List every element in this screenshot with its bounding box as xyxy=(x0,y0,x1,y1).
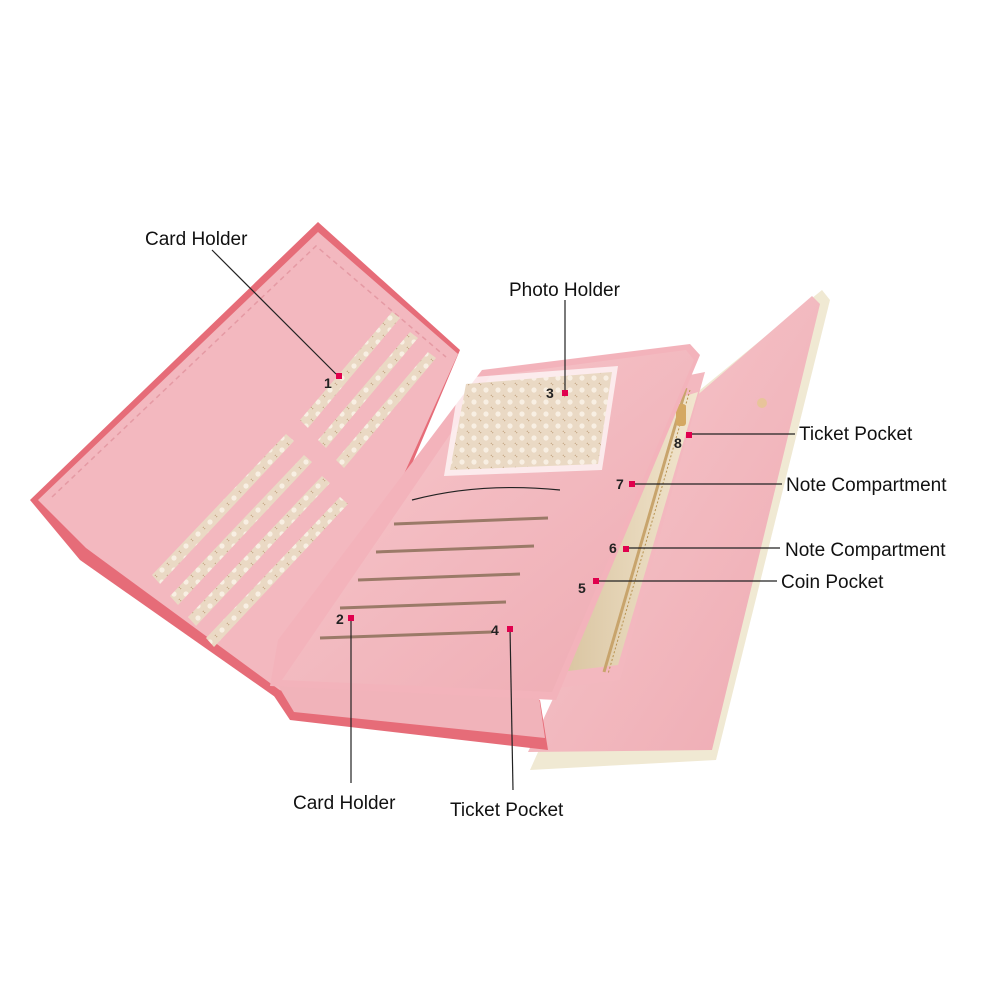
marker-card-holder-1 xyxy=(336,373,342,379)
zipper-pull-icon xyxy=(676,404,686,426)
callout-leaders: 1 2 3 4 5 6 7 8 xyxy=(211,249,795,791)
number-card-holder-1: 1 xyxy=(324,375,332,391)
number-ticket-pocket-4: 4 xyxy=(491,622,499,638)
number-note-compartment-6: 6 xyxy=(609,540,617,556)
label-card-holder-2: Card Holder xyxy=(293,793,396,814)
marker-note-compartment-7 xyxy=(629,481,635,487)
number-ticket-pocket-8: 8 xyxy=(674,435,682,451)
marker-note-compartment-6 xyxy=(623,546,629,552)
marker-coin-pocket xyxy=(593,578,599,584)
label-ticket-pocket-8: Ticket Pocket xyxy=(799,424,913,445)
leader-line-ticket-pocket-4 xyxy=(509,627,514,791)
marker-photo-holder xyxy=(562,390,568,396)
center-card-slots xyxy=(319,486,561,640)
marker-card-holder-2 xyxy=(348,615,354,621)
snap-button-icon xyxy=(757,398,767,408)
marker-ticket-pocket-8 xyxy=(686,432,692,438)
leader-line-card-holder-1 xyxy=(211,249,337,375)
label-ticket-pocket-4: Ticket Pocket xyxy=(450,800,564,821)
number-photo-holder: 3 xyxy=(546,385,554,401)
left-card-slots xyxy=(152,312,436,647)
center-card-panel xyxy=(270,344,700,700)
label-photo-holder: Photo Holder xyxy=(509,280,620,301)
marker-ticket-pocket-4 xyxy=(507,626,513,632)
label-note-compartment-7: Note Compartment xyxy=(786,475,947,496)
number-note-compartment-7: 7 xyxy=(616,476,624,492)
label-note-compartment-6: Note Compartment xyxy=(785,540,946,561)
label-coin-pocket: Coin Pocket xyxy=(781,572,884,593)
label-card-holder-1: Card Holder xyxy=(145,229,248,250)
number-card-holder-2: 2 xyxy=(336,611,344,627)
number-coin-pocket: 5 xyxy=(578,580,586,596)
